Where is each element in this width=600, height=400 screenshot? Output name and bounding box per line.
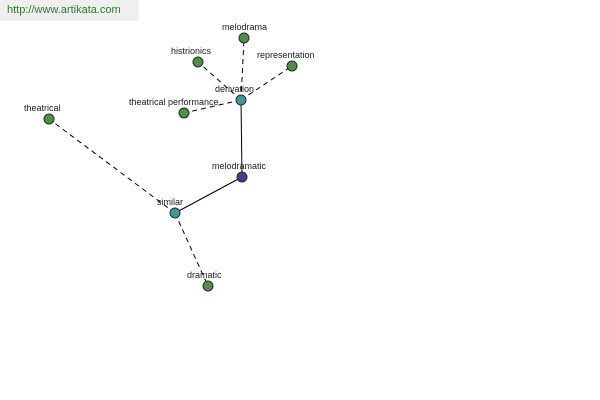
node-label-representation[interactable]: representation <box>257 50 315 60</box>
edge-similar-dramatic <box>174 212 209 287</box>
node-label-melodrama[interactable]: melodrama <box>222 22 267 32</box>
edges-layer <box>48 37 293 287</box>
node-label-dramatic[interactable]: dramatic <box>187 270 222 280</box>
edge-derivation-representation <box>240 65 293 101</box>
node-derivation[interactable] <box>235 94 247 106</box>
node-label-theatrical[interactable]: theatrical <box>24 103 61 113</box>
node-label-derivation[interactable]: derivation <box>215 84 254 94</box>
edge-melodramatic-similar <box>174 176 243 214</box>
node-theatrical[interactable] <box>43 113 55 125</box>
node-similar[interactable] <box>169 207 181 219</box>
edge-derivation-melodrama <box>240 37 245 101</box>
node-label-melodramatic[interactable]: melodramatic <box>212 161 267 171</box>
edge-derivation-histrionics <box>197 61 242 101</box>
node-label-histrionics[interactable]: histrionics <box>171 46 212 56</box>
edge-melodramatic-derivation <box>240 99 243 178</box>
node-label-similar[interactable]: similar <box>157 197 183 207</box>
node-melodramatic[interactable] <box>236 171 248 183</box>
node-histrionics[interactable] <box>192 56 204 68</box>
labels-layer: melodramatic derivation similar melodrama hi… <box>24 22 315 280</box>
node-melodrama[interactable] <box>238 32 250 44</box>
node-representation[interactable] <box>286 60 298 72</box>
node-dramatic[interactable] <box>202 280 214 292</box>
nodes-layer <box>43 32 298 292</box>
source-url-text[interactable]: http://www.artikata.com <box>0 0 139 21</box>
node-label-theatrical-performance[interactable]: theatrical performance <box>129 97 219 107</box>
edge-derivation-theatrical-performance <box>183 99 242 114</box>
node-theatrical-performance[interactable] <box>178 107 190 119</box>
